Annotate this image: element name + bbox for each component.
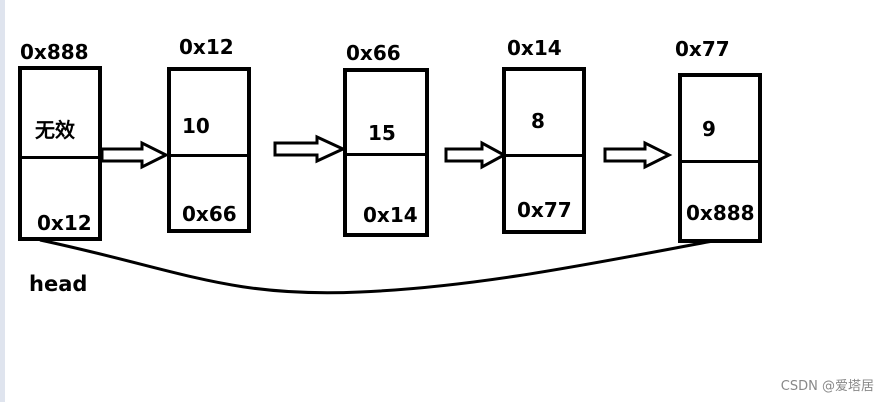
node-address: 0x888 xyxy=(20,40,89,64)
left-edge-strip xyxy=(0,0,5,402)
node-data: 无效 xyxy=(35,118,75,142)
node-divider xyxy=(682,160,758,163)
node-divider xyxy=(171,154,247,157)
node-next: 0x77 xyxy=(517,198,572,222)
arrow-4 xyxy=(603,140,673,170)
node-data: 10 xyxy=(182,114,210,138)
list-node: 15 0x14 xyxy=(343,68,429,237)
list-node: 9 0x888 xyxy=(678,73,762,243)
node-divider xyxy=(347,153,425,156)
arrow-3 xyxy=(444,140,508,170)
list-node: 无效 0x12 xyxy=(18,66,102,241)
node-address: 0x66 xyxy=(346,41,401,65)
watermark: CSDN @爱塔居 xyxy=(780,379,874,394)
node-address: 0x14 xyxy=(507,36,562,60)
head-label: head xyxy=(29,272,88,296)
node-data: 9 xyxy=(702,117,716,141)
node-next: 0x888 xyxy=(686,201,755,225)
node-next: 0x12 xyxy=(37,211,92,235)
list-node: 10 0x66 xyxy=(167,67,251,233)
return-curve xyxy=(39,238,719,295)
node-divider xyxy=(506,154,582,157)
node-next: 0x14 xyxy=(363,203,418,227)
arrow-1 xyxy=(100,140,170,170)
node-next: 0x66 xyxy=(182,202,237,226)
node-address: 0x12 xyxy=(179,35,234,59)
node-data: 15 xyxy=(368,121,396,145)
arrow-2 xyxy=(273,134,347,164)
node-address: 0x77 xyxy=(675,37,730,61)
list-node: 8 0x77 xyxy=(502,67,586,234)
node-divider xyxy=(22,156,98,159)
node-data: 8 xyxy=(531,109,545,133)
